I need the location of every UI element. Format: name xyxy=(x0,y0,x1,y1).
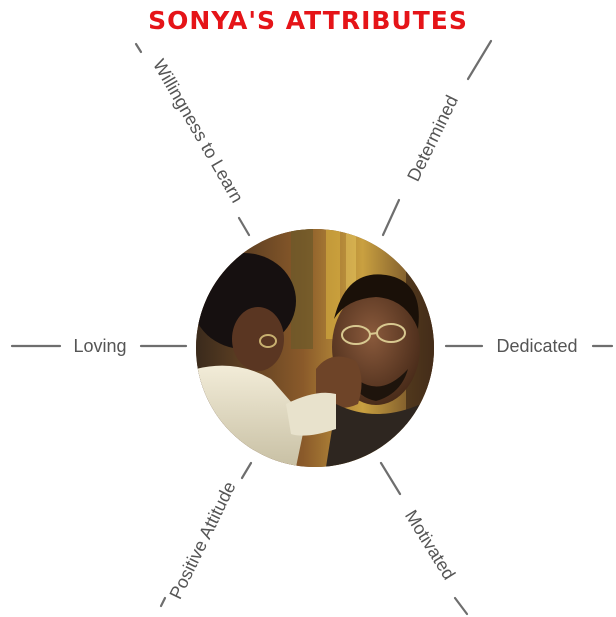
spoke-line-motivated-outer xyxy=(453,596,469,616)
spoke-line-determined-inner xyxy=(381,198,401,237)
attribute-label-determined: Determined xyxy=(403,92,462,184)
spoke-line-willingness-outer xyxy=(134,42,143,54)
attribute-label-positive: Positive Attitude xyxy=(166,478,240,602)
attribute-label-willingness: Willingness to Learn xyxy=(149,56,247,206)
spoke-line-motivated-inner xyxy=(379,461,402,496)
attribute-label-loving: Loving xyxy=(73,336,126,356)
center-photo xyxy=(196,229,434,467)
spoke-line-determined-outer xyxy=(466,39,493,81)
diagram-title: SONYA'S ATTRIBUTES xyxy=(148,6,468,35)
spoke-line-positive-outer xyxy=(159,596,167,608)
attribute-label-motivated: Motivated xyxy=(401,506,459,583)
spoke-line-positive-inner xyxy=(240,461,253,480)
attribute-label-dedicated: Dedicated xyxy=(496,336,577,356)
spoke-line-willingness-inner xyxy=(237,216,251,237)
